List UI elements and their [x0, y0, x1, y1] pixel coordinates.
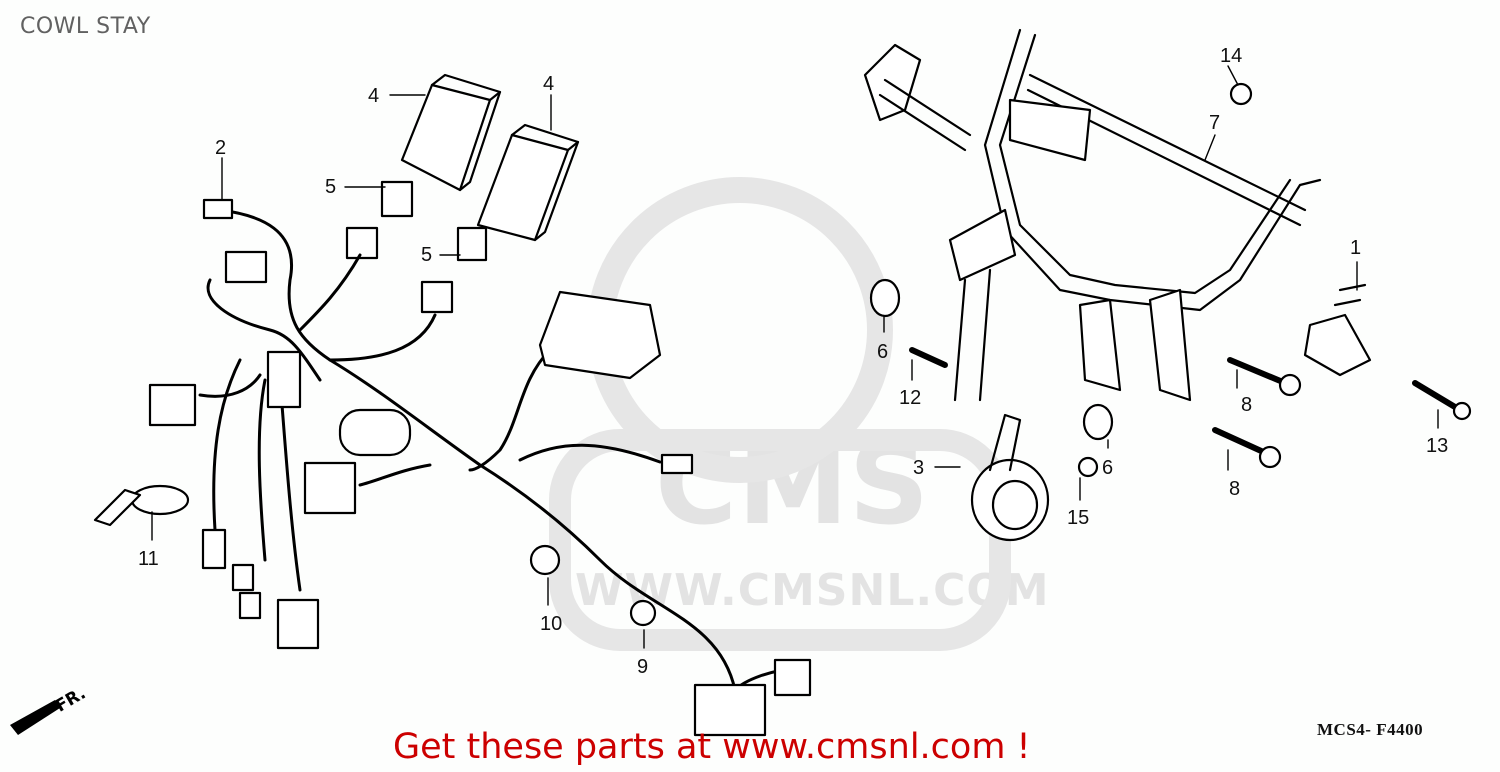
relay-socket-icon	[456, 226, 488, 262]
callout-12[interactable]: 12	[899, 387, 922, 409]
callout-3[interactable]: 3	[913, 457, 925, 479]
callout-13[interactable]: 13	[1426, 435, 1449, 457]
page-title: COWL STAY	[20, 14, 151, 39]
callout-10[interactable]: 10	[540, 613, 563, 635]
bolt-icon	[909, 347, 948, 368]
diagram-code: MCS4- F4400	[1317, 720, 1424, 739]
band-icon	[130, 484, 190, 516]
callout-4b[interactable]: 4	[543, 73, 555, 95]
callout-5b[interactable]: 5	[421, 244, 433, 266]
callout-8b[interactable]: 8	[1229, 478, 1241, 500]
promo-link[interactable]: Get these parts at www.cmsnl.com !	[393, 727, 1031, 767]
cowl-stay-icon	[863, 28, 1372, 402]
grommet-icon	[1082, 403, 1114, 441]
callout-6[interactable]: 6	[877, 341, 889, 363]
relay-icon	[400, 73, 502, 192]
callout-9[interactable]: 9	[637, 656, 649, 678]
cover-icon	[538, 290, 662, 380]
relay-socket-icon	[380, 180, 414, 218]
horn-icon	[970, 413, 1050, 542]
nut-icon	[1229, 82, 1253, 106]
nut-icon	[1077, 456, 1099, 478]
grommet-icon	[869, 278, 901, 318]
relay-icon	[476, 123, 580, 242]
front-direction-arrow-icon	[10, 700, 60, 735]
callout-1[interactable]: 1	[1350, 237, 1362, 259]
capacitor-icon	[338, 408, 412, 457]
callout-6b[interactable]: 6	[1102, 457, 1114, 479]
callout-7[interactable]: 7	[1209, 112, 1221, 134]
clamp-icon	[529, 544, 561, 576]
callout-11[interactable]: 11	[138, 548, 159, 570]
callout-2[interactable]: 2	[215, 137, 227, 159]
bolt-icon	[1412, 380, 1463, 413]
callout-14[interactable]: 14	[1220, 45, 1243, 67]
callout-15[interactable]: 15	[1067, 507, 1090, 529]
callout-4[interactable]: 4	[368, 85, 380, 107]
callout-5[interactable]: 5	[325, 176, 337, 198]
callout-8[interactable]: 8	[1241, 394, 1253, 416]
clamp-icon	[629, 599, 657, 627]
